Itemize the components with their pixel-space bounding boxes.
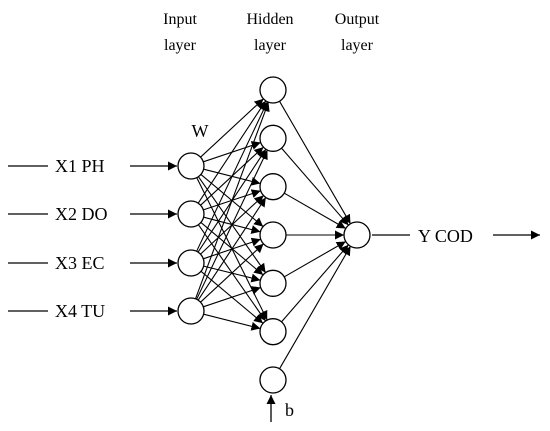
input-node-2 xyxy=(177,200,205,228)
output-label: Y COD xyxy=(418,226,473,246)
hidden-node-3 xyxy=(259,173,287,201)
edge-input4-hidden2 xyxy=(196,149,268,300)
hidden-layer-header-line1: Hidden xyxy=(246,11,293,28)
hidden-layer-header-line2: layer xyxy=(254,37,287,54)
hidden-node-2 xyxy=(259,124,287,152)
hidden-node-4 xyxy=(259,221,287,249)
bias-label: b xyxy=(285,400,294,420)
hidden-node-1 xyxy=(259,76,287,104)
input-node-3 xyxy=(177,249,205,277)
input-signals: X1 PH X2 DO X3 EC X4 TU xyxy=(8,156,177,321)
edge-input1-hidden1 xyxy=(200,98,264,158)
hidden-node-5 xyxy=(259,269,287,297)
nodes xyxy=(177,76,371,394)
output-layer-header-line1: Output xyxy=(335,11,380,28)
edge-hidden1-output xyxy=(279,100,351,225)
weight-label: W xyxy=(192,121,209,141)
connections xyxy=(194,98,351,370)
input-label-x2: X2 DO xyxy=(55,204,108,224)
edge-hidden5-output xyxy=(284,241,346,278)
edge-hidden3-output xyxy=(284,192,346,229)
edge-hidden2-output xyxy=(281,147,349,226)
edge-input4-hidden6 xyxy=(203,313,261,331)
input-label-x1: X1 PH xyxy=(55,156,105,176)
hidden-node-6 xyxy=(259,318,287,346)
input-layer-header-line1: Input xyxy=(163,11,197,28)
edge-input4-hidden3 xyxy=(197,197,267,301)
edge-input2-hidden1 xyxy=(197,100,267,204)
edge-hidden6-output xyxy=(281,244,349,323)
input-layer-header-line2: layer xyxy=(164,37,197,54)
edge-input4-hidden1 xyxy=(194,102,270,299)
edge-input4-hidden5 xyxy=(203,286,261,308)
input-label-x3: X3 EC xyxy=(55,253,105,273)
input-label-x4: X4 TU xyxy=(55,301,105,321)
edge-input3-hidden1 xyxy=(196,101,268,252)
edge-hidden7-output xyxy=(279,245,351,370)
edge-input4-hidden4 xyxy=(200,243,264,303)
output-layer-header-line2: layer xyxy=(341,37,374,54)
hidden-node-7 xyxy=(259,366,287,394)
input-node-1 xyxy=(177,152,205,180)
output-node xyxy=(343,221,371,249)
input-node-4 xyxy=(177,297,205,325)
